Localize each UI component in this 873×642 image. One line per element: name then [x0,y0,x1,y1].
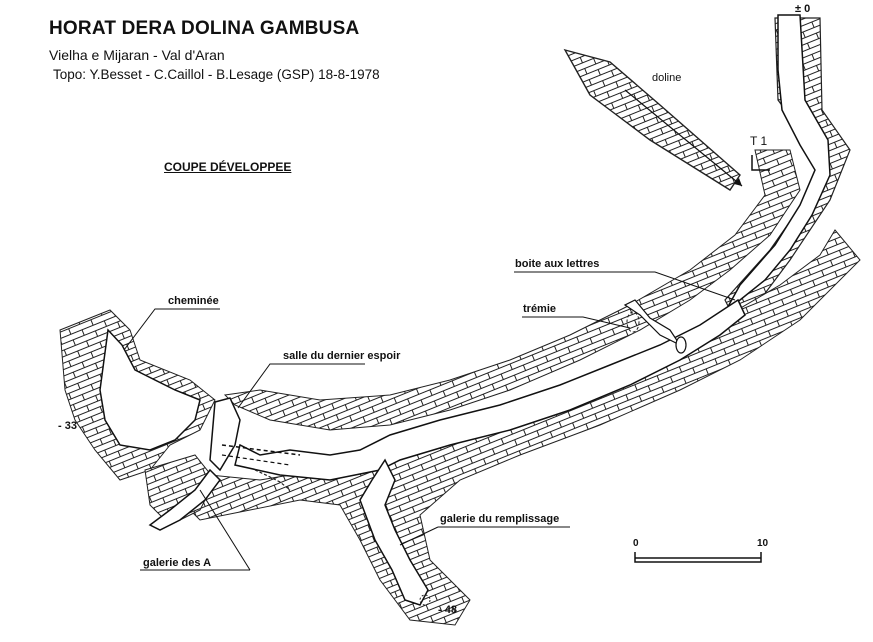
rock-mass [59,17,861,626]
label-doline: doline [652,72,682,84]
depth-bottom: - 48 [438,604,457,616]
boite-passage [675,336,687,354]
leader-boite [514,271,736,301]
salle-floor-dash-2 [221,454,291,466]
survey-credits: Topo: Y.Besset - C.Caillol - B.Lesage (G… [53,67,380,82]
t1-pitch-mark [751,155,770,171]
shaft-bottom-blocks [419,594,431,606]
leader-remplissage-2 [399,526,439,546]
doline-arrowhead [734,178,742,186]
tremie-void [623,299,682,347]
leader-tremie [522,316,631,329]
left-lower-rock [144,454,216,526]
galerie-a-void [148,468,221,531]
survey-location: Vielha e Mijaran - Val d'Aran [49,47,225,63]
salle-floor-dash [221,444,301,456]
label-boite-aux-lettres: boite aux lettres [515,258,600,270]
label-t1: T 1 [750,134,768,148]
scale-end-label: 10 [757,538,769,549]
upper-rock-band [223,149,801,431]
leader-galerie-a-2 [199,489,251,571]
section-title: COUPE DÉVELOPPEE [164,160,292,174]
depth-mid: - 33 [58,420,77,432]
label-salle-dernier-espoir: salle du dernier espoir [283,350,401,362]
doline-arrow [624,89,743,187]
leader-cheminee [123,308,220,351]
doline-rock [563,48,741,191]
scale-start-label: 0 [633,538,639,549]
blocks-near-salle [254,469,291,491]
leader-lines [123,271,736,571]
remplissage-void [359,458,429,606]
survey-title: HORAT DERA DOLINA GAMBUSA [49,18,360,39]
salle-void [209,397,241,472]
leader-salle [237,363,365,409]
tremie-blocks [626,311,640,333]
label-tremie: trémie [523,303,557,315]
label-cheminee: cheminée [168,295,219,307]
label-galerie-remplissage: galerie du remplissage [440,513,560,525]
label-galerie-des-a: galerie des A [143,557,212,569]
cave-voids [99,14,831,606]
cheminee-void [99,328,201,451]
scale-bar-graphic [634,552,762,563]
main-gallery [234,298,746,481]
depth-top: ± 0 [795,3,811,15]
